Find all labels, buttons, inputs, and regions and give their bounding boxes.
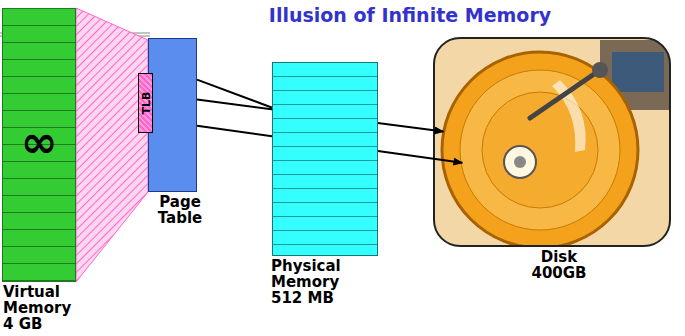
infinity-symbol: ∞ (3, 120, 75, 164)
box-label: Page Table (145, 194, 215, 226)
box-label: Physical Memory 512 MB (271, 258, 371, 306)
physical-memory-box: Physical Memory 512 MB (272, 62, 378, 256)
tlb-label: TLB (140, 92, 151, 115)
disk-frame (434, 38, 670, 246)
virtual-memory-box: ∞Virtual Memory 4 GB (2, 8, 76, 282)
box-label: Virtual Memory 4 GB (3, 284, 85, 332)
box-label: Disk 400GB (514, 249, 604, 281)
disk-box: Disk 400GB (434, 38, 670, 246)
tlb-box: TLB (138, 73, 153, 133)
slide-title: Illusion of Infinite Memory (255, 4, 565, 26)
mapping-funnel (76, 8, 148, 282)
disk-picture (434, 38, 670, 246)
page-table-box: Page TableTLB (148, 38, 197, 192)
